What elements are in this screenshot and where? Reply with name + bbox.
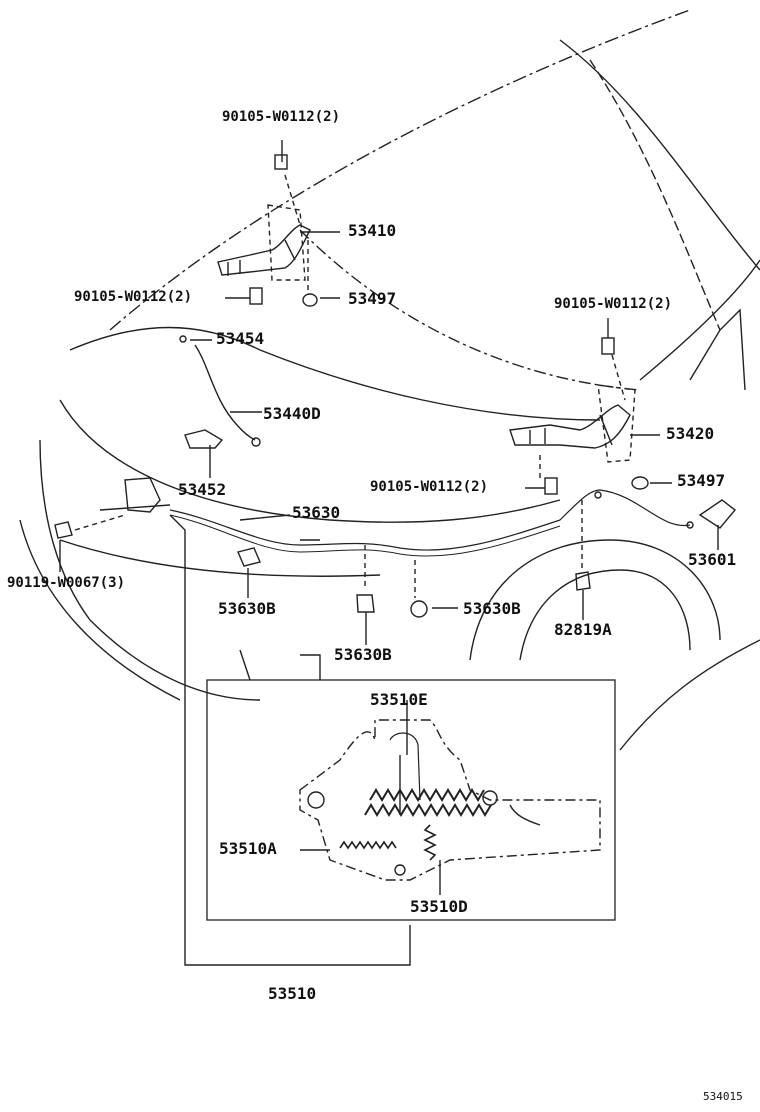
figure-id: 534015 — [703, 1090, 743, 1103]
body-curve-right — [589, 59, 721, 331]
label-clamp-mid: 53630B — [463, 599, 521, 618]
bolt-lower-shape — [544, 477, 558, 495]
label-bolt-top: 90105-W0112(2) — [222, 109, 341, 125]
label-spring-d: 53510D — [410, 897, 468, 916]
hood-lower-edge — [299, 229, 641, 391]
label-clamp-left: 53630B — [218, 599, 276, 618]
label-bolt-right: 90105-W0112(2) — [554, 296, 673, 312]
detail-box — [206, 679, 616, 921]
release-cable-2 — [169, 514, 561, 557]
lock-leader — [169, 514, 411, 966]
bolt-top-shape — [274, 154, 288, 170]
release-cable — [169, 489, 691, 551]
label-holder: 53452 — [178, 480, 227, 499]
front-wheel-edge — [239, 649, 251, 681]
hinge-lh — [217, 224, 311, 276]
clamp-mid-shape — [356, 594, 375, 613]
wheel-arch-inner — [519, 569, 691, 661]
clamp-bottom-shape — [410, 600, 428, 618]
lever-shape — [698, 499, 737, 529]
wheel-arch-outer — [469, 539, 721, 661]
label-bolt-lower: 90105-W0112(2) — [370, 479, 489, 495]
clip-shape — [575, 571, 591, 591]
cushion-right-shape — [631, 476, 649, 490]
label-clamp-bottom: 53630B — [334, 645, 392, 664]
screw-shape — [54, 521, 73, 539]
bolt-mid-shape — [249, 287, 263, 305]
support-rod — [194, 344, 256, 441]
lock-base-plate — [299, 719, 601, 881]
label-bolt-mid-left: 90105-W0112(2) — [74, 289, 193, 305]
bumper-face — [39, 439, 261, 701]
spring-d-shape — [423, 824, 437, 861]
label-lock-assy: 53510 — [268, 984, 317, 1003]
label-cushion-left: 53497 — [348, 289, 397, 308]
spring-a-shape — [339, 840, 397, 850]
lower-notch — [300, 654, 321, 680]
bolt-right-shape — [601, 337, 615, 355]
label-retainer: 53454 — [216, 329, 265, 348]
label-hinge-rh: 53420 — [666, 424, 715, 443]
spring-e-shape — [364, 803, 492, 817]
label-support-rod: 53440D — [263, 404, 321, 423]
cushion-left-shape — [302, 293, 318, 307]
label-hinge-lh: 53410 — [348, 221, 397, 240]
label-lever: 53601 — [688, 550, 737, 569]
bumper-top — [59, 399, 561, 523]
label-cable: 53630 — [292, 503, 341, 522]
windshield-line — [559, 39, 760, 271]
hood-outline — [109, 9, 691, 331]
label-screw: 90119-W0067(3) — [7, 575, 126, 591]
bumper-left — [19, 519, 181, 701]
fender-lower — [619, 639, 760, 751]
fender-right — [689, 308, 746, 391]
holder-shape — [184, 429, 224, 449]
label-spring-e: 53510E — [370, 690, 428, 709]
fender-upper — [639, 259, 760, 381]
label-cushion-right: 53497 — [677, 471, 726, 490]
hinge-rh — [509, 404, 631, 449]
retainer-shape — [179, 335, 187, 343]
label-clip: 82819A — [554, 620, 612, 639]
clamp-left-shape — [237, 547, 261, 567]
grille-line — [59, 539, 381, 577]
label-spring-a: 53510A — [219, 839, 277, 858]
hood-front-edge — [69, 326, 601, 421]
